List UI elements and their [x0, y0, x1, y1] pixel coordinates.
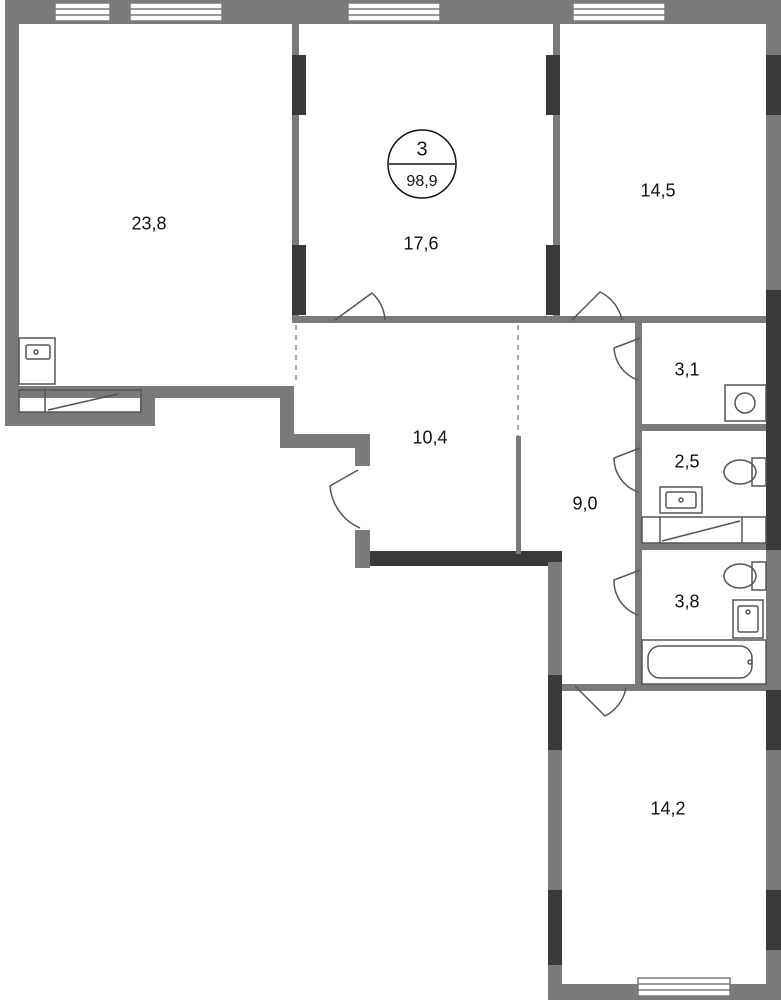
door-bathroom: [613, 569, 641, 616]
wall-bed1-bottom: [292, 316, 562, 323]
toilet-wc: [723, 457, 767, 487]
bathtub: [641, 639, 767, 685]
wall-living-bed1: [292, 24, 299, 320]
wall-step-horizontal: [280, 434, 370, 448]
doors: [329, 291, 641, 717]
accent-3: [546, 55, 560, 115]
washing-machine: [724, 384, 767, 422]
accent-9: [766, 690, 781, 750]
rooms-count: 3: [416, 138, 428, 161]
wall-entry-left-lower: [355, 530, 370, 568]
door-storage: [613, 337, 641, 381]
room-area-bedroom-3: 14,2: [650, 798, 686, 819]
wall-niche-right: [140, 386, 155, 426]
walls: [5, 0, 781, 1000]
wall-wet-left: [635, 320, 642, 688]
wall-bed1-bed2: [553, 24, 560, 320]
room-area-bedroom-2: 14,5: [640, 180, 676, 201]
door-toilet: [613, 447, 641, 493]
windows: [54, 2, 731, 997]
wall-left: [5, 0, 19, 412]
accent-10: [766, 890, 781, 950]
wall-toilet-bottom: [635, 543, 775, 550]
accent-4: [546, 245, 560, 315]
accent-6: [766, 290, 781, 550]
zone-dividers: [295, 325, 519, 436]
bath-sink: [732, 599, 764, 639]
accent-2: [292, 245, 306, 315]
toilet-shelf: [641, 516, 767, 544]
bath-wc: [723, 561, 767, 591]
room-area-bedroom-1: 17,6: [403, 233, 439, 254]
living-sink: [18, 337, 56, 385]
window-5: [637, 977, 731, 997]
wall-bath-bottom: [562, 684, 772, 691]
toilet-sink: [659, 486, 703, 514]
room-area-storage: 3,1: [674, 359, 700, 380]
door-bed1: [334, 292, 386, 321]
window-1: [54, 2, 111, 22]
wall-storage-bottom: [635, 424, 775, 431]
door-bed3: [574, 685, 627, 717]
door-entrance: [329, 469, 361, 529]
room-area-corridor: 9,0: [572, 493, 598, 514]
wall-niche: [5, 412, 155, 426]
wall-hall-corridor: [516, 436, 521, 554]
door-bed2: [571, 291, 623, 321]
accent-1: [292, 55, 306, 115]
total-area: 98,9: [406, 173, 438, 190]
room-area-hall: 10,4: [412, 427, 448, 448]
window-2: [129, 2, 223, 22]
accent-5: [766, 55, 781, 115]
wall-bed2-bottom: [553, 316, 773, 323]
fixtures: [18, 337, 767, 685]
wall-step-vertical: [280, 386, 294, 446]
room-area-living: 23,8: [131, 213, 167, 234]
wall-accents: [292, 55, 781, 965]
accent-8: [548, 890, 562, 965]
area-badge: [387, 129, 457, 199]
window-3: [347, 2, 441, 22]
accent-7: [548, 675, 562, 750]
window-4: [572, 2, 666, 22]
wall-entry-left: [355, 434, 370, 466]
room-area-bathroom: 3,8: [674, 591, 700, 612]
living-counter: [18, 389, 142, 413]
room-area-toilet: 2,5: [674, 451, 700, 472]
wall-hall-bottom: [370, 551, 562, 566]
